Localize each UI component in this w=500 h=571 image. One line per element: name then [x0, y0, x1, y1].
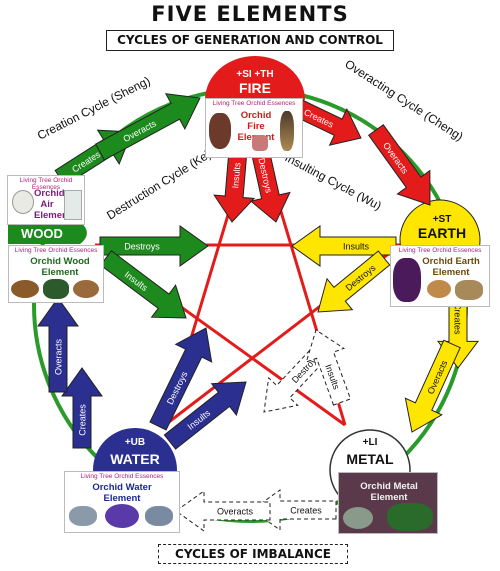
arrow-water-insults-earth: Insults — [163, 381, 247, 450]
arrow-water-destroys-fire-shape — [149, 327, 213, 431]
water-flower-image — [105, 504, 139, 528]
overacting-cycle-label: Overacting Cycle (Cheng) — [342, 57, 465, 144]
arrow-water-insults-earth-shape — [163, 381, 247, 450]
wood-node: WOOD — [8, 222, 87, 244]
arrow-earth-insults-water-shape — [291, 225, 397, 267]
arrow-earth-destroys-water-shape — [317, 250, 391, 313]
arrow-fire-overacts-earth-shape — [367, 124, 431, 206]
card-air-name: Orchid Air Element — [34, 188, 71, 221]
arrow-earth-insults-water: Insults — [291, 225, 397, 267]
card-wood-name: Orchid Wood Element — [30, 256, 90, 278]
fire-organs: +SI +TH — [236, 69, 273, 80]
earth-name: EARTH — [418, 225, 466, 241]
wood-stone-image — [43, 279, 69, 299]
arrow-wood-insults-metal: Insults — [99, 250, 187, 319]
fire-node: +SI +TH FIRE — [205, 56, 305, 100]
insulting-cycle-label: Insulting Cycle (Wu) — [283, 150, 384, 213]
arrow-earth-insults-water-label: Insults — [343, 242, 370, 252]
earth-organs: +ST — [433, 214, 452, 225]
water-organs: +UB — [125, 437, 145, 448]
arrow-metal-insults-fire-shape — [305, 329, 352, 406]
card-wood-brand: Living Tree Orchid Essences — [14, 247, 98, 254]
arrow-wood-overacts-fire-shape — [95, 93, 201, 161]
arrow-earth-overacts-metal-shape — [404, 339, 461, 433]
metal-leaf-image — [387, 503, 433, 531]
arrow-wood-insults-metal-shape — [99, 250, 187, 319]
arrow-metal-overacts-water-label: Overacts — [217, 507, 254, 517]
earth-stone-image — [427, 280, 451, 298]
card-air-brand: Living Tree Orchid Essences — [19, 177, 73, 191]
card-earth: Living Tree Orchid Essences Orchid Earth… — [390, 245, 490, 307]
subtitle-box: CYCLES OF GENERATION AND CONTROL — [106, 30, 394, 51]
card-water-brand: Living Tree Orchid Essences — [80, 473, 164, 480]
arrow-water-overacts-wood-label: Overacts — [54, 338, 64, 375]
card-air: Living Tree Orchid Essences Orchid Air E… — [7, 175, 85, 225]
wood-flower-image — [73, 280, 99, 298]
arrow-metal-creates-water: Creates — [251, 489, 337, 531]
arrow-water-creates-wood-shape — [61, 367, 103, 449]
arrow-water-overacts-wood: Overacts — [37, 297, 79, 393]
arrow-fire-destroys-metal: Destroys — [249, 147, 291, 223]
arrow-fire-destroys-metal-shape — [249, 147, 291, 223]
metal-name: METAL — [346, 451, 394, 467]
earth-flower-image — [393, 258, 421, 302]
air-flower-image — [12, 190, 34, 214]
arrow-fire-overacts-earth: Overacts — [367, 124, 431, 206]
water-stone-image — [69, 506, 97, 526]
arrow-metal-creates-water-label: Creates — [290, 506, 322, 516]
water-name: WATER — [110, 451, 160, 467]
arrow-water-destroys-fire: Destroys — [149, 327, 213, 431]
arrow-water-creates-wood: Creates — [61, 367, 103, 449]
footer-box: CYCLES OF IMBALANCE — [158, 544, 348, 564]
card-metal-name: Orchid Metal Element — [360, 481, 418, 503]
card-earth-name: Orchid Earth Element — [422, 256, 480, 278]
water-mineral-image — [145, 506, 173, 526]
page-title: FIVE ELEMENTS — [151, 2, 349, 26]
arrow-metal-overacts-water: Overacts — [175, 490, 271, 532]
card-wood: Living Tree Orchid Essences Orchid Wood … — [8, 245, 104, 303]
fire-crystal-image — [252, 135, 268, 151]
arrow-fire-insults-metal: Insults — [213, 148, 256, 223]
card-earth-brand: Living Tree Orchid Essences — [398, 247, 482, 254]
fire-name: FIRE — [239, 80, 271, 96]
card-water: Living Tree Orchid Essences Orchid Water… — [64, 471, 180, 533]
arrow-metal-overacts-water-shape — [175, 490, 271, 532]
arrow-wood-destroys-earth-label: Destroys — [124, 242, 160, 252]
fire-stone-image — [209, 113, 231, 149]
arrow-fire-insults-metal-label: Insults — [230, 162, 242, 189]
fire-flower-image — [280, 111, 294, 151]
arrow-metal-insults-fire: Insults — [305, 329, 352, 406]
card-water-name: Orchid Water Element — [92, 482, 152, 504]
wood-leaf-image — [11, 280, 39, 298]
air-crystal-image — [64, 190, 82, 220]
arrow-water-overacts-wood-shape — [37, 297, 79, 393]
card-fire: Living Tree Orchid Essences Orchid Fire … — [205, 98, 303, 158]
arrow-water-creates-wood-label: Creates — [78, 404, 88, 436]
arrow-metal-creates-water-shape — [251, 489, 337, 531]
wood-name: WOOD — [21, 226, 63, 241]
metal-organs: +LI — [363, 437, 378, 448]
card-metal: Orchid Metal Element — [338, 472, 438, 534]
metal-flower-image — [343, 507, 373, 529]
arrow-fire-creates-earth: Creates — [291, 98, 362, 146]
earth-mineral-image — [455, 280, 483, 300]
card-fire-brand: Living Tree Orchid Essences — [212, 100, 296, 107]
arrow-earth-creates-metal-label: Creates — [453, 303, 463, 335]
